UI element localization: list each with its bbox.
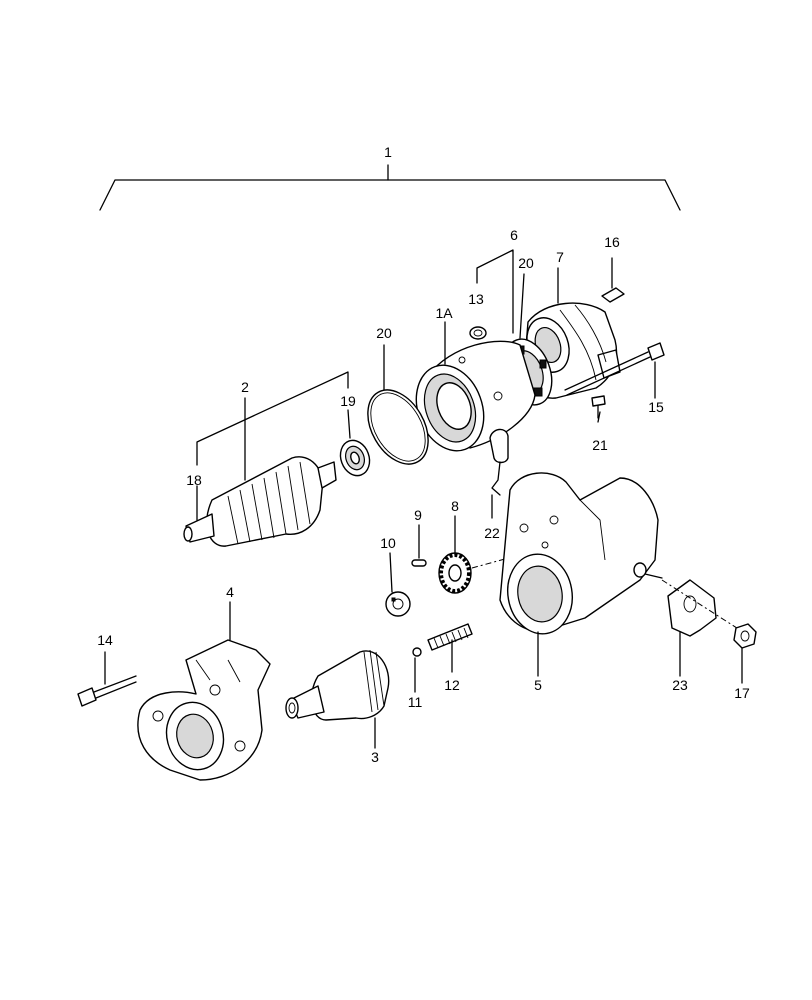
callout-16: 16 [604, 234, 620, 250]
bearing [339, 439, 371, 477]
callout-20-upper: 20 [518, 255, 534, 271]
leader-lines [196, 267, 743, 749]
callout-4: 4 [226, 584, 234, 600]
gear-housing [499, 472, 663, 635]
o-ring [367, 389, 429, 465]
field-lead [489, 428, 509, 496]
callout-18: 18 [186, 472, 202, 488]
screw-21 [591, 395, 606, 419]
callout-2: 2 [241, 379, 249, 395]
through-bolt [564, 342, 665, 399]
callout-1A: 1A [435, 305, 453, 321]
callout-12: 12 [444, 677, 460, 693]
sub-bracket-6 [476, 249, 514, 334]
callout-8: 8 [451, 498, 459, 514]
armature [183, 456, 337, 547]
callout-7: 7 [556, 249, 564, 265]
spring [427, 623, 473, 651]
callout-13: 13 [468, 291, 484, 307]
callout-labels: 1 6 7 20 16 13 1A 20 2 19 15 21 18 8 9 2… [97, 144, 750, 765]
callout-22: 22 [484, 525, 500, 541]
callout-14: 14 [97, 632, 113, 648]
front-housing [137, 639, 271, 781]
callout-9: 9 [414, 507, 422, 523]
callout-1: 1 [384, 144, 392, 160]
callout-19: 19 [340, 393, 356, 409]
callout-5: 5 [534, 677, 542, 693]
nut-13 [469, 326, 487, 340]
assembly-bracket [99, 164, 681, 211]
yoke-frame [415, 340, 536, 452]
nut-17 [733, 623, 757, 649]
callout-17: 17 [734, 685, 750, 701]
callout-10: 10 [380, 535, 396, 551]
callout-6: 6 [510, 227, 518, 243]
callout-21: 21 [592, 437, 608, 453]
callout-3: 3 [371, 749, 379, 765]
bracket-23 [661, 579, 741, 637]
callout-11: 11 [408, 694, 423, 710]
screw-16 [601, 257, 625, 303]
pinion-clutch [285, 649, 390, 721]
callout-20-lower: 20 [376, 325, 392, 341]
steel-ball [412, 647, 422, 657]
callout-23: 23 [672, 677, 688, 693]
sub-bracket-2 [196, 371, 349, 466]
callout-15: 15 [648, 399, 664, 415]
retainer [385, 591, 411, 617]
pin [411, 559, 427, 567]
bolt-14 [77, 651, 137, 707]
